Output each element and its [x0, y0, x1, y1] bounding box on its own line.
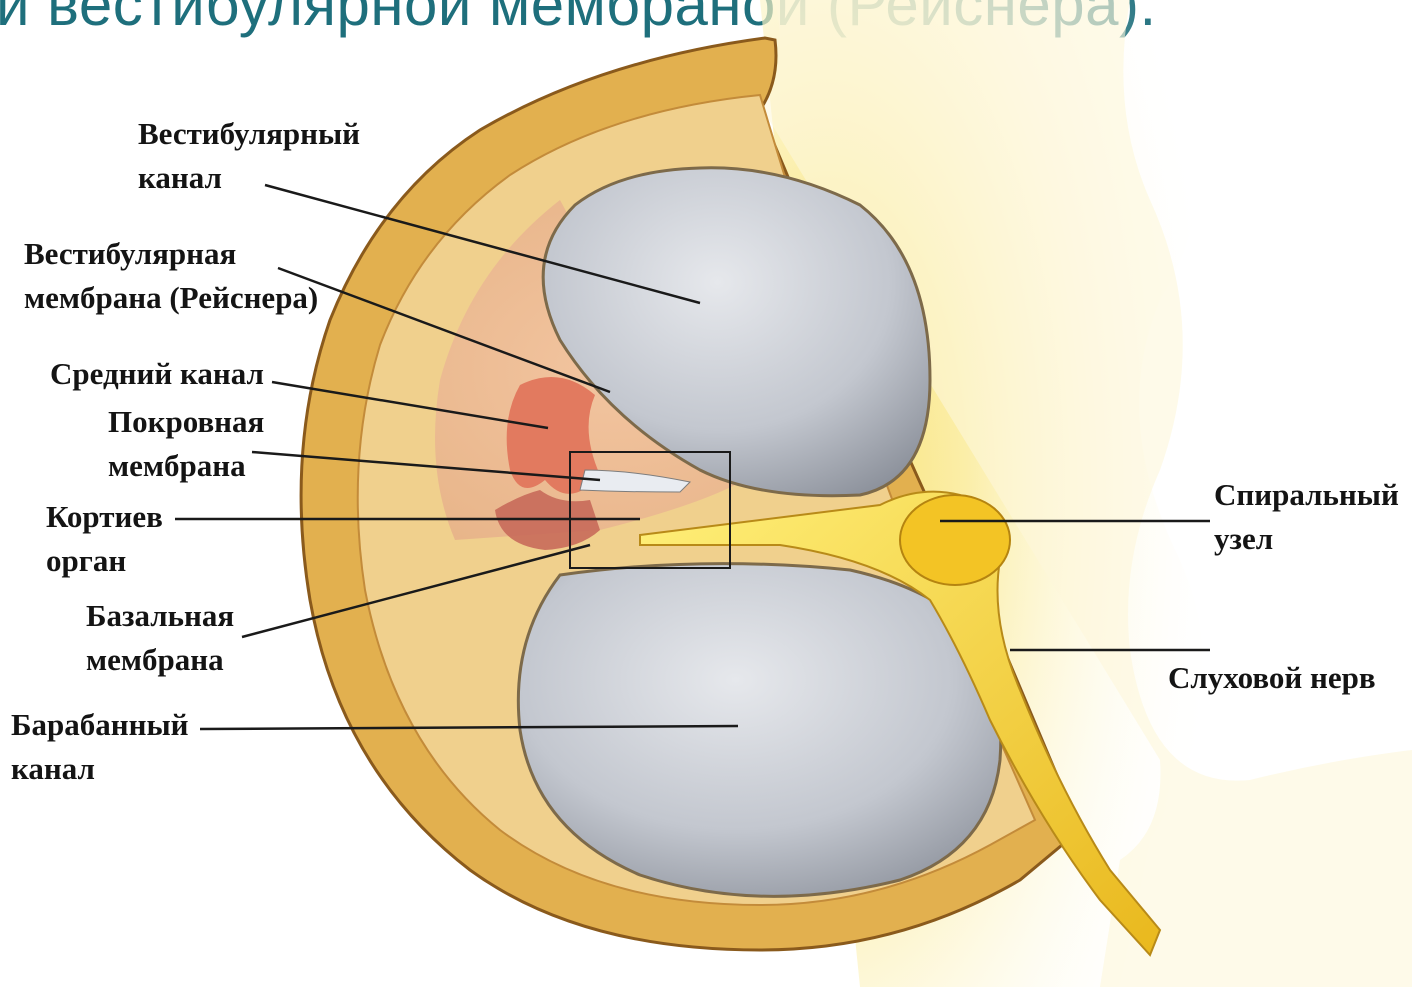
- label-spiral-ganglion-line2: узел: [1214, 517, 1399, 561]
- label-tympanic-canal-line2: канал: [11, 747, 189, 791]
- label-auditory-nerve: Слуховой нерв: [1168, 656, 1376, 700]
- label-basilar-membrane-line1: Базальная: [86, 594, 234, 638]
- label-basilar-membrane: Базальная мембрана: [86, 594, 234, 682]
- label-middle-canal: Средний канал: [50, 352, 264, 396]
- label-reissner-membrane-line1: Вестибулярная: [24, 232, 318, 276]
- label-organ-of-corti: Кортиев орган: [46, 495, 163, 583]
- scala-tympani: [518, 564, 1001, 897]
- label-vestibular-canal-line1: Вестибулярный: [138, 112, 360, 156]
- label-vestibular-canal: Вестибулярный канал: [138, 112, 360, 200]
- label-reissner-membrane-line2: мембрана (Рейснера): [24, 276, 318, 320]
- label-reissner-membrane: Вестибулярная мембрана (Рейснера): [24, 232, 318, 320]
- label-tectorial-membrane-line2: мембрана: [108, 444, 264, 488]
- label-basilar-membrane-line2: мембрана: [86, 638, 234, 682]
- label-organ-of-corti-line1: Кортиев: [46, 495, 163, 539]
- label-tympanic-canal: Барабанный канал: [11, 703, 189, 791]
- label-tectorial-membrane-line1: Покровная: [108, 400, 264, 444]
- spiral-ganglion: [900, 495, 1010, 585]
- label-spiral-ganglion: Спиральный узел: [1214, 473, 1399, 561]
- label-tympanic-canal-line1: Барабанный: [11, 703, 189, 747]
- label-middle-canal-line1: Средний канал: [50, 352, 264, 396]
- label-tectorial-membrane: Покровная мембрана: [108, 400, 264, 488]
- label-spiral-ganglion-line1: Спиральный: [1214, 473, 1399, 517]
- label-vestibular-canal-line2: канал: [138, 156, 360, 200]
- label-organ-of-corti-line2: орган: [46, 539, 163, 583]
- label-auditory-nerve-line1: Слуховой нерв: [1168, 656, 1376, 700]
